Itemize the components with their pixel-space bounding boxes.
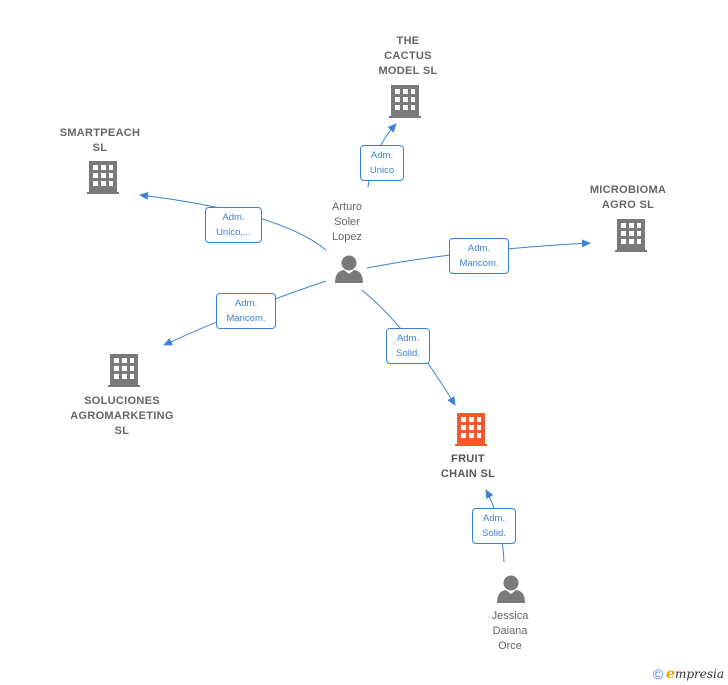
company-label-the-cactus[interactable]: THE CACTUS MODEL SL: [378, 35, 438, 77]
company-label-smartpeach[interactable]: SMARTPEACH SL: [59, 127, 141, 154]
edge-label-fruit-chain[interactable]: Adm. Solid.: [386, 328, 430, 364]
edge-label-cactus[interactable]: Adm. Unico: [360, 145, 404, 181]
company-label-fruit-chain[interactable]: FRUIT CHAIN SL: [440, 453, 496, 480]
edge-label-jessica[interactable]: Adm. Solid.: [472, 508, 516, 544]
person-icon[interactable]: [497, 575, 525, 604]
building-icon[interactable]: [87, 161, 119, 194]
person-label-jessica[interactable]: Jessica Daiana Orce: [491, 610, 529, 652]
building-icon[interactable]: [615, 219, 647, 252]
building-icon[interactable]: [389, 85, 421, 118]
person-icon[interactable]: [335, 255, 363, 284]
company-label-soluciones[interactable]: SOLUCIONES AGROMARKETING SL: [70, 395, 174, 437]
edge-label-soluciones[interactable]: Adm. Mancom.: [216, 293, 276, 329]
building-icon[interactable]: [455, 413, 487, 446]
brand-logo: empresia: [666, 666, 724, 682]
person-label-arturo[interactable]: Arturo Soler Lopez: [332, 201, 362, 243]
edge-label-smartpeach[interactable]: Adm. Unico,...: [205, 207, 262, 243]
footer-brand: © empresia: [653, 666, 724, 682]
building-icon[interactable]: [108, 354, 140, 387]
copyright-icon: ©: [652, 666, 664, 682]
edge-label-microbioma[interactable]: Adm. Mancom.: [449, 238, 509, 274]
company-label-microbioma[interactable]: MICROBIOMA AGRO SL: [589, 184, 667, 211]
